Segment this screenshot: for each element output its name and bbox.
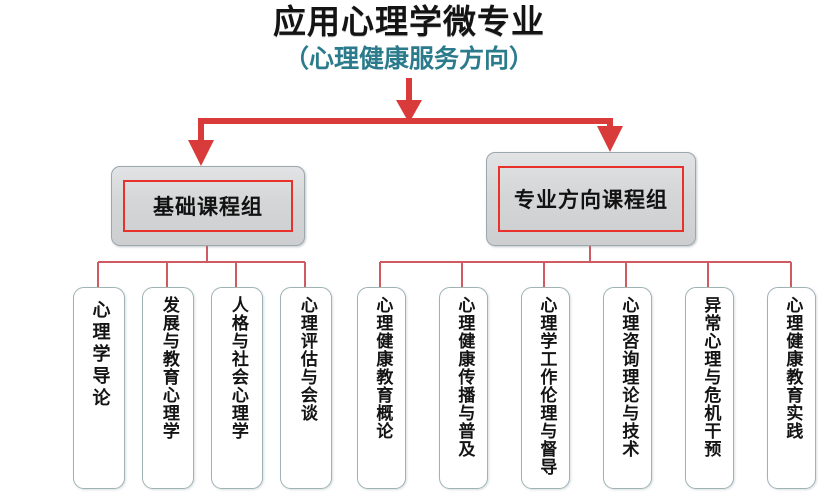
group-inner-frame: 专业方向课程组 [498, 166, 684, 232]
course-label: 心理评估与会谈 [296, 296, 317, 422]
course-box[interactable]: 心理健康传播与普及 [439, 287, 488, 489]
course-box[interactable]: 心理健康教育概论 [357, 287, 406, 489]
title-block: 应用心理学微专业 （心理健康服务方向） [0, 2, 818, 76]
course-box[interactable]: 心理健康教育实践 [767, 287, 816, 489]
course-box[interactable]: 发展与教育心理学 [142, 287, 194, 489]
course-box[interactable]: 心理评估与会谈 [280, 287, 332, 489]
course-box[interactable]: 心理咨询理论与技术 [603, 287, 652, 489]
group-label-major: 专业方向课程组 [514, 188, 668, 212]
page-subtitle: （心理健康服务方向） [283, 44, 534, 73]
course-label: 心理健康传播与普及 [454, 296, 475, 458]
course-label: 人格与社会心理学 [227, 296, 248, 440]
course-box[interactable]: 心理学工作伦理与督导 [521, 287, 570, 489]
course-label: 心理学导论 [89, 300, 111, 410]
course-label: 发展与教育心理学 [158, 296, 179, 440]
group-inner-frame: 基础课程组 [123, 180, 293, 232]
group-label-basic: 基础课程组 [153, 195, 263, 219]
page-title: 应用心理学微专业 [273, 2, 545, 41]
course-label: 心理健康教育概论 [372, 296, 393, 440]
course-label: 异常心理与危机干预 [700, 296, 721, 458]
course-label: 心理学工作伦理与督导 [536, 296, 557, 476]
course-label: 心理健康教育实践 [782, 296, 803, 440]
course-box[interactable]: 心理学导论 [73, 287, 125, 489]
course-box[interactable]: 人格与社会心理学 [211, 287, 263, 489]
course-label: 心理咨询理论与技术 [618, 296, 639, 458]
course-box[interactable]: 异常心理与危机干预 [685, 287, 734, 489]
group-box-major[interactable]: 专业方向课程组 [486, 152, 696, 246]
group-box-basic[interactable]: 基础课程组 [111, 166, 305, 246]
